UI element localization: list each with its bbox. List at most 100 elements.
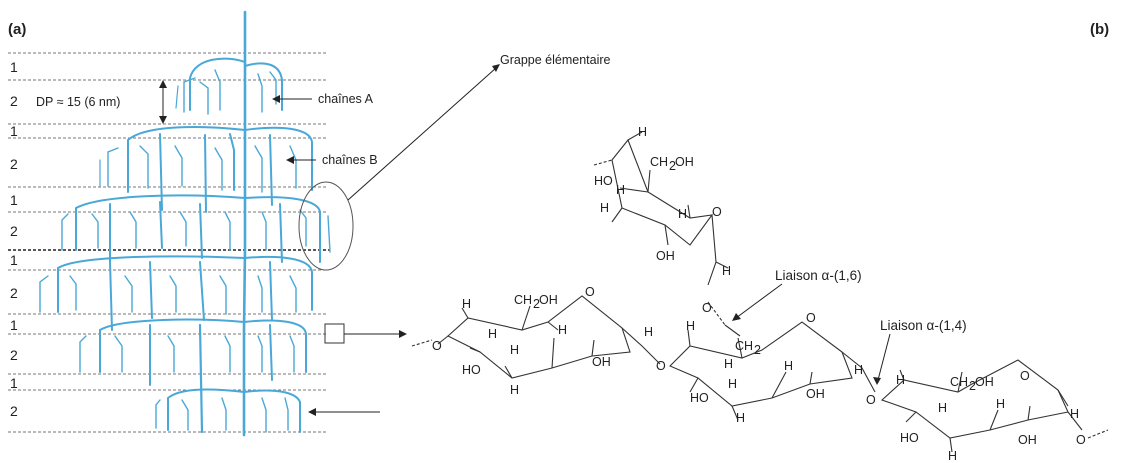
chain-branch <box>39 275 49 313</box>
atom-label: O <box>702 301 712 315</box>
chain-branch <box>175 85 179 109</box>
atom-label: H <box>724 357 733 371</box>
atom-label: H <box>996 397 1005 411</box>
chain-branch <box>257 335 263 373</box>
chain-branch <box>189 57 246 111</box>
chain-branch <box>139 145 149 189</box>
chain-branch <box>261 211 267 251</box>
layer-number: 1 <box>10 375 18 391</box>
atom-label: 2 <box>969 379 976 393</box>
chains-b-label: chaînes B <box>322 153 378 167</box>
chain-branch <box>257 73 263 113</box>
link-16-label: Liaison α-(1,6) <box>775 268 862 283</box>
chain-branch <box>199 203 203 259</box>
chain-branch <box>75 194 246 251</box>
chain-branch <box>244 196 321 263</box>
atom-label: OH <box>592 355 611 369</box>
atom-label: H <box>638 125 647 139</box>
atom-label: CH <box>650 155 668 169</box>
chain-branch <box>169 275 177 313</box>
chain-branch <box>289 335 295 373</box>
chain-branch <box>284 397 289 431</box>
atom-label: H <box>462 297 471 311</box>
atom-label: OH <box>1018 433 1037 447</box>
chain-branch <box>299 209 307 247</box>
atom-label: H <box>488 327 497 341</box>
layer-number: 1 <box>10 192 18 208</box>
chain-branch <box>124 275 133 313</box>
link-14-label: Liaison α-(1,4) <box>880 318 967 333</box>
atom-label: HO <box>900 431 919 445</box>
chain-branch <box>91 213 99 249</box>
chain-branch <box>183 77 196 113</box>
chain-branch <box>229 133 235 191</box>
layer-lines <box>8 52 330 433</box>
atom-label: H <box>728 377 737 391</box>
chain-branch <box>199 81 209 115</box>
cluster-label: Grappe élémentaire <box>500 53 611 67</box>
chain-branch <box>243 319 307 373</box>
layer-number: 2 <box>10 93 18 109</box>
chains-a-label: chaînes A <box>318 92 374 106</box>
atom-label: H <box>854 363 863 377</box>
glucose-chain-structure <box>411 131 1109 453</box>
atom-label: O <box>585 285 595 299</box>
chain-branch <box>224 335 231 373</box>
atom-label: OH <box>806 387 825 401</box>
atom-label: H <box>600 201 609 215</box>
layer-number: 2 <box>10 347 18 363</box>
cluster-leader-arrowhead <box>492 64 500 72</box>
cluster-ellipse <box>298 181 354 271</box>
atom-label: H <box>644 325 653 339</box>
chain-branch <box>269 324 273 381</box>
atom-label: H <box>938 401 947 415</box>
chain-branch <box>257 275 263 313</box>
chain-branch <box>199 261 205 321</box>
atom-label: H <box>736 411 745 425</box>
chain-branch <box>269 71 277 105</box>
chain-branch <box>224 211 231 251</box>
chain-branch <box>155 399 161 429</box>
chain-branch <box>289 275 297 313</box>
layer-numbers: 1 2 1 2 1 2 1 2 1 2 1 2 <box>10 59 18 419</box>
atom-label: 2 <box>754 343 761 357</box>
chain-branch <box>69 275 77 311</box>
chain-branch <box>244 62 283 111</box>
layer-number: 1 <box>10 59 18 75</box>
layer-number: 1 <box>10 123 18 139</box>
atom-label: 2 <box>669 159 676 173</box>
chain-branch <box>109 261 113 331</box>
atom-label: H <box>896 373 905 387</box>
atom-label: H <box>510 343 519 357</box>
atom-label: O <box>1076 433 1086 447</box>
panel-b-label: (b) <box>1090 21 1109 38</box>
chain-branch <box>167 388 245 431</box>
layer-number: 1 <box>10 252 18 268</box>
atom-label: O <box>1020 369 1030 383</box>
chain-branch <box>244 255 313 311</box>
link-arrows <box>732 283 891 385</box>
chain-branch <box>114 335 123 373</box>
chain-branch <box>289 145 297 189</box>
atom-label: OH <box>975 375 994 389</box>
chain-branch <box>204 134 207 213</box>
chain-branch <box>127 126 246 193</box>
zoom-arrowhead <box>399 330 407 338</box>
chain-branch <box>79 335 87 373</box>
atom-label: H <box>722 264 731 278</box>
atom-label: H <box>1070 407 1079 421</box>
chain-branch <box>198 323 204 434</box>
chain-branch <box>269 134 273 206</box>
chain-branch <box>179 211 187 247</box>
layer-number: 2 <box>10 403 18 419</box>
chain-branch <box>254 145 263 193</box>
atom-label: HO <box>690 391 709 405</box>
atom-label: OH <box>656 249 675 263</box>
chain-branch <box>327 215 331 253</box>
atom-label: O <box>806 311 816 325</box>
atom-label: H <box>784 359 793 373</box>
chain-branch <box>61 213 69 251</box>
chain-branch <box>261 397 267 433</box>
